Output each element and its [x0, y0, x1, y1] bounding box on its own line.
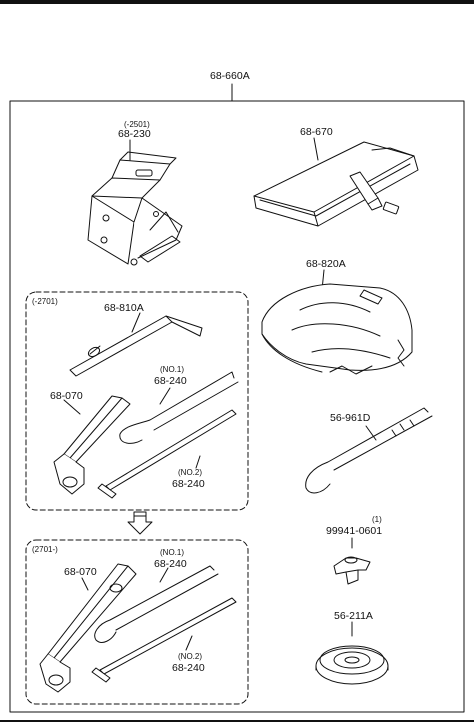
- group-a-bar2-qualifier: (NO.2): [178, 468, 202, 477]
- group-a-handle-label: 68-810A: [104, 302, 144, 314]
- group-a-box: [25, 291, 249, 511]
- tool-bag-part-label: 68-670: [300, 126, 333, 138]
- group-a-label: (-2701): [32, 297, 58, 306]
- group-b-wrench-label: 68-070: [64, 566, 97, 578]
- group-b-label: (2701-): [32, 545, 58, 554]
- group-a-wrench-label: 68-070: [50, 390, 83, 402]
- wing-nut-part-label: 99941-0601: [326, 525, 383, 537]
- group-b-box: [25, 539, 249, 705]
- wing-nut-drawing: [333, 537, 371, 585]
- group-a-bar1-part: 68-240: [154, 375, 187, 387]
- bottom-border-rule: [0, 720, 474, 722]
- tool-bag-drawing: [253, 137, 419, 227]
- kit-frame: [9, 83, 465, 713]
- group-b-bar1-qualifier: (NO.1): [160, 548, 184, 557]
- group-a-bar1-qualifier: (NO.1): [160, 365, 184, 374]
- cup-part-label: 56-211A: [334, 610, 373, 622]
- cover-part-label: 68-820A: [306, 258, 346, 270]
- wing-nut-qualifier-label: (1): [372, 515, 382, 524]
- top-border-rule: [0, 0, 474, 4]
- group-b-bar1-part: 68-240: [154, 558, 187, 570]
- cover-drawing: [261, 269, 413, 375]
- hook-drawing: [305, 407, 433, 494]
- group-b-bar2-qualifier: (NO.2): [178, 652, 202, 661]
- jack-part-label: 68-230: [118, 128, 151, 140]
- jack-qualifier-label: (-2501): [124, 120, 150, 129]
- kit-part-label: 68-660A: [210, 70, 250, 82]
- hook-part-label: 56-961D: [330, 412, 371, 424]
- cup-drawing: [315, 621, 389, 685]
- jack-drawing: [87, 139, 183, 266]
- group-b-bar2-part: 68-240: [172, 662, 205, 674]
- group-a-bar2-part: 68-240: [172, 478, 205, 490]
- down-arrow: [127, 511, 153, 535]
